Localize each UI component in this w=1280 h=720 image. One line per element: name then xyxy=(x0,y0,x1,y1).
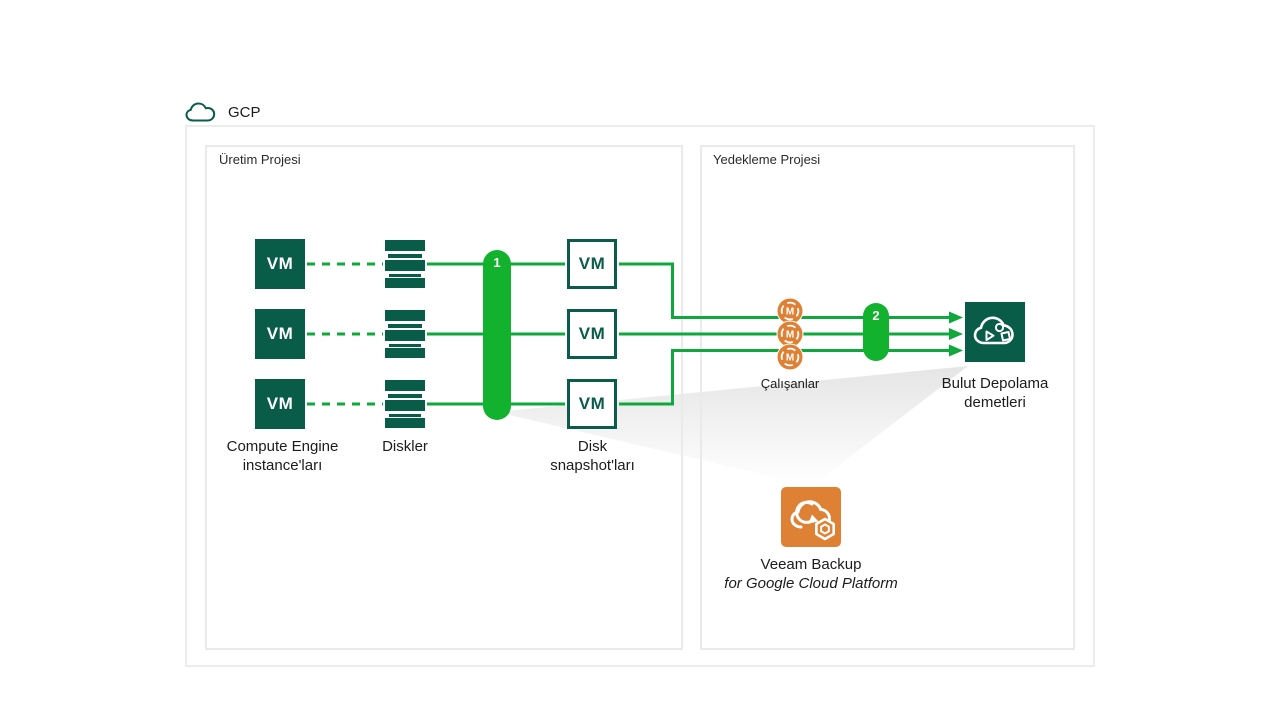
snapshot-vm-icon: VM xyxy=(567,379,617,429)
veeam-backup-icon xyxy=(781,487,841,547)
step-1-badge: 1 xyxy=(483,250,511,420)
compute-engine-label-line2: instance'ları xyxy=(242,457,323,474)
workers-label: Çalışanlar xyxy=(760,376,820,391)
vm-label: VM xyxy=(578,394,606,413)
worker-letter: M xyxy=(786,353,794,364)
gcp-label: GCP xyxy=(228,104,261,121)
vm-icon: VM xyxy=(255,239,305,289)
vm-label: VM xyxy=(266,324,294,343)
worker-sync-icon: M xyxy=(776,343,804,371)
cloud-storage-label-line2: demetleri xyxy=(964,394,1026,411)
step-2-number: 2 xyxy=(872,308,880,323)
veeam-backup-label-line2: for Google Cloud Platform xyxy=(724,575,898,592)
disks-label: Diskler xyxy=(382,438,428,455)
compute-engine-label: Compute Engine instance'ları xyxy=(180,437,385,475)
backup-project-title: Yedekleme Projesi xyxy=(713,152,821,167)
cloud-storage-bucket-icon xyxy=(965,302,1025,362)
cloud-storage-label-line1: Bulut Depolama xyxy=(941,375,1049,392)
disk-stack-icon xyxy=(385,240,425,288)
step-1-number: 1 xyxy=(493,255,501,270)
cloud-storage-label: Bulut Depolama demetleri xyxy=(920,374,1070,412)
vm-label: VM xyxy=(266,394,294,413)
production-project-title: Üretim Projesi xyxy=(219,152,301,167)
gcp-cloud-icon xyxy=(185,102,216,122)
veeam-backup-label-line1: Veeam Backup xyxy=(760,556,862,573)
worker-letter: M xyxy=(786,330,794,341)
step-2-badge: 2 xyxy=(863,303,889,361)
worker-sync-icon: M xyxy=(776,320,804,348)
snapshot-vm-icon: VM xyxy=(567,239,617,289)
disk-snapshots-label-line2: snapshot'ları xyxy=(550,457,635,474)
worker-letter: M xyxy=(786,307,794,318)
gcp-boundary-box xyxy=(185,125,1095,667)
disk-snapshots-label-line1: Disk xyxy=(577,438,608,455)
disk-stack-icon xyxy=(385,310,425,358)
compute-engine-label-line1: Compute Engine xyxy=(226,438,339,455)
vm-label: VM xyxy=(578,254,606,273)
vm-icon: VM xyxy=(255,309,305,359)
veeam-backup-label: Veeam Backup for Google Cloud Platform xyxy=(705,555,917,593)
disk-stack-icon xyxy=(385,380,425,428)
vm-label: VM xyxy=(266,254,294,273)
vm-label: VM xyxy=(578,324,606,343)
snapshot-vm-icon: VM xyxy=(567,309,617,359)
vm-icon: VM xyxy=(255,379,305,429)
disk-snapshots-label: Disk snapshot'ları xyxy=(530,437,655,475)
worker-sync-icon: M xyxy=(776,297,804,325)
